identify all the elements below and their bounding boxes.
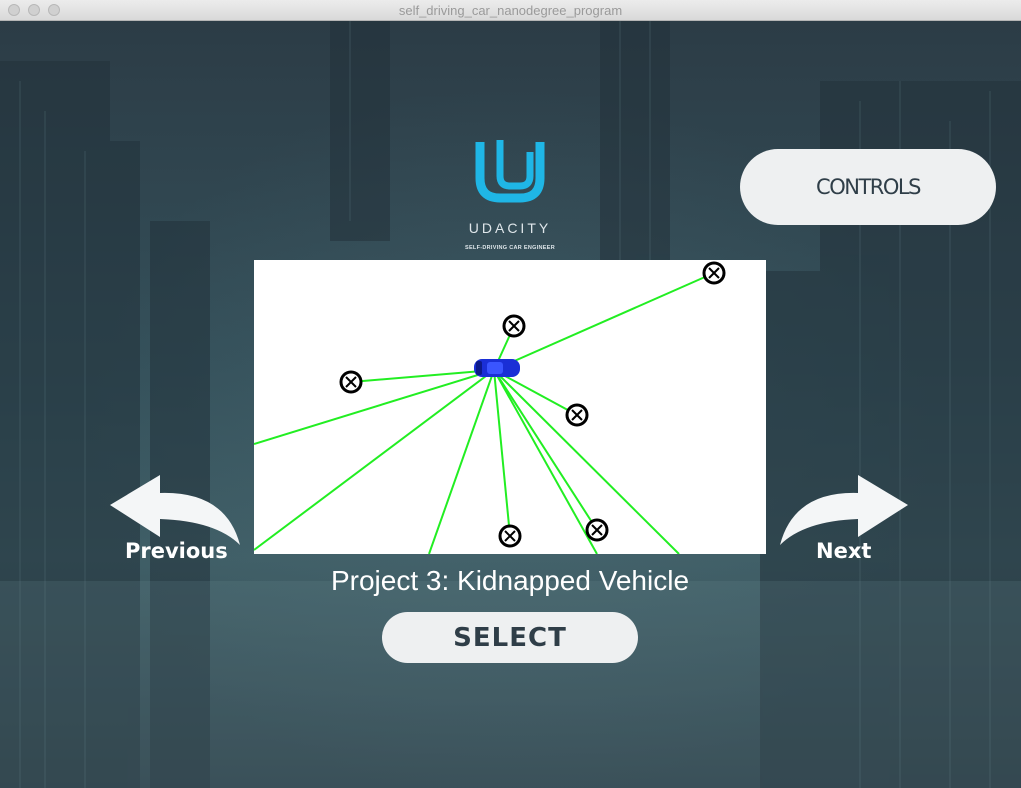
controls-button[interactable]: CONTROLS — [740, 149, 996, 225]
beam — [254, 369, 495, 551]
beam — [493, 369, 598, 554]
beam — [493, 272, 715, 371]
kidnapped-vehicle-scene — [254, 261, 726, 554]
beam — [254, 369, 495, 445]
beam — [428, 369, 495, 554]
previous-button[interactable]: Previous — [108, 473, 248, 573]
project-title: Project 3: Kidnapped Vehicle — [330, 565, 690, 596]
udacity-u-icon — [475, 140, 545, 203]
title-bar: self_driving_car_nanodegree_program — [0, 0, 1021, 21]
blue-car-icon — [474, 359, 520, 377]
udacity-logo: UDACITY SELF-DRIVING CAR ENGINEER — [450, 136, 570, 251]
logo-wordmark: UDACITY — [468, 220, 552, 236]
select-button-label: SELECT — [453, 622, 567, 653]
select-button[interactable]: SELECT — [382, 612, 638, 663]
circled-x-icon — [565, 403, 589, 427]
beam — [350, 369, 495, 383]
menu-scene: UDACITY SELF-DRIVING CAR ENGINEER CONTRO… — [0, 21, 1021, 788]
beam — [493, 369, 578, 416]
project-preview — [254, 260, 766, 554]
curved-arrow-right-icon — [780, 475, 908, 545]
circled-x-icon — [339, 370, 363, 394]
logo-tagline: SELF-DRIVING CAR ENGINEER — [464, 245, 555, 251]
controls-button-label: CONTROLS — [816, 175, 921, 199]
circled-x-icon — [502, 314, 526, 338]
next-button[interactable]: Next — [776, 473, 912, 573]
window-title: self_driving_car_nanodegree_program — [398, 3, 623, 18]
next-label: Next — [816, 539, 872, 563]
circled-x-icon — [498, 524, 522, 548]
beam — [493, 369, 598, 531]
beam — [493, 369, 680, 554]
curved-arrow-left-icon — [110, 475, 240, 545]
landmarks — [339, 261, 726, 548]
previous-label: Previous — [125, 539, 228, 563]
beam — [493, 369, 511, 537]
window-close-button[interactable] — [8, 4, 20, 16]
window-zoom-button[interactable] — [48, 4, 60, 16]
circled-x-icon — [702, 261, 726, 285]
window-minimize-button[interactable] — [28, 4, 40, 16]
sensor-beams — [254, 272, 715, 554]
circled-x-icon — [585, 518, 609, 542]
